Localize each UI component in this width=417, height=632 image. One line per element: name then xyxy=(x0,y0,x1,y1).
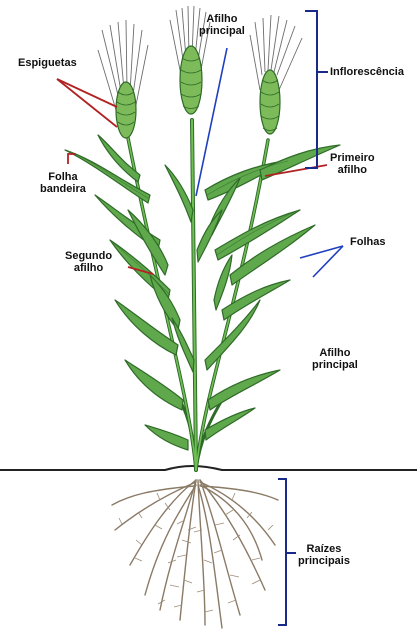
label-line: Segundo xyxy=(65,250,112,262)
label-line: Afilho xyxy=(312,347,358,359)
label-line: Folha xyxy=(40,171,86,183)
label-line: afilho xyxy=(65,262,112,274)
label-line: Inflorescência xyxy=(330,66,404,78)
label-line: Primeiro xyxy=(330,152,375,164)
roots xyxy=(112,480,278,628)
label-line: Espiguetas xyxy=(18,57,77,69)
label-line: bandeira xyxy=(40,183,86,195)
label-primeiro-afilho: Primeiro afilho xyxy=(330,152,375,176)
leaves xyxy=(65,135,340,450)
label-line: principal xyxy=(199,25,245,37)
label-line: Raízes xyxy=(298,543,350,555)
bracket-inflorescence xyxy=(305,11,328,168)
ground-line xyxy=(0,466,417,470)
spike-left xyxy=(98,20,148,138)
spike-right xyxy=(250,15,302,134)
label-folhas: Folhas xyxy=(350,236,385,248)
label-inflorescencia: Inflorescência xyxy=(330,66,404,78)
label-line: principais xyxy=(298,555,350,567)
label-line: afilho xyxy=(330,164,375,176)
label-line: Folhas xyxy=(350,236,385,248)
label-afilho-principal-mid: Afilho principal xyxy=(312,347,358,371)
label-raizes-principais: Raízes principais xyxy=(298,543,350,567)
bracket-roots xyxy=(278,479,296,625)
label-segundo-afilho: Segundo afilho xyxy=(65,250,112,274)
label-line: principal xyxy=(312,359,358,371)
label-afilho-principal-top: Afilho principal xyxy=(199,13,245,37)
label-espiguetas: Espiguetas xyxy=(18,57,77,69)
label-line: Afilho xyxy=(199,13,245,25)
label-folha-bandeira: Folha bandeira xyxy=(40,171,86,195)
